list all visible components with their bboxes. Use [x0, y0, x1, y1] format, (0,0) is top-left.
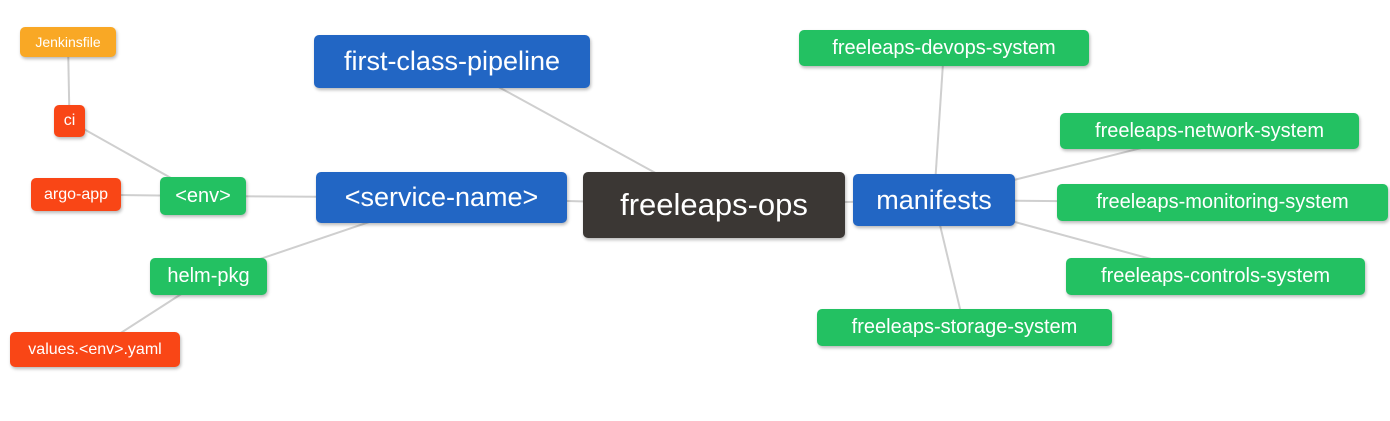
mindmap-node-freeleaps-storage-system[interactable]: freeleaps-storage-system: [817, 309, 1112, 346]
mindmap-node-argo-app[interactable]: argo-app: [31, 178, 121, 211]
mindmap-node-freeleaps-monitoring-system[interactable]: freeleaps-monitoring-system: [1057, 184, 1388, 221]
mindmap-node-jenkinsfile[interactable]: Jenkinsfile: [20, 27, 116, 57]
mindmap-node-values-env-yaml[interactable]: values.<env>.yaml: [10, 332, 180, 367]
mindmap-node-first-class-pipeline[interactable]: first-class-pipeline: [314, 35, 590, 88]
mindmap-node-freeleaps-ops[interactable]: freeleaps-ops: [583, 172, 845, 238]
mindmap-node-helm-pkg[interactable]: helm-pkg: [150, 258, 267, 295]
mindmap-node-freeleaps-network-system[interactable]: freeleaps-network-system: [1060, 113, 1359, 149]
mindmap-node-freeleaps-controls-system[interactable]: freeleaps-controls-system: [1066, 258, 1365, 295]
mindmap-node-service-name[interactable]: <service-name>: [316, 172, 567, 223]
mindmap-node-ci[interactable]: ci: [54, 105, 85, 137]
mindmap-node-env[interactable]: <env>: [160, 177, 246, 215]
mindmap-node-freeleaps-devops-system[interactable]: freeleaps-devops-system: [799, 30, 1089, 66]
mindmap-node-manifests[interactable]: manifests: [853, 174, 1015, 226]
